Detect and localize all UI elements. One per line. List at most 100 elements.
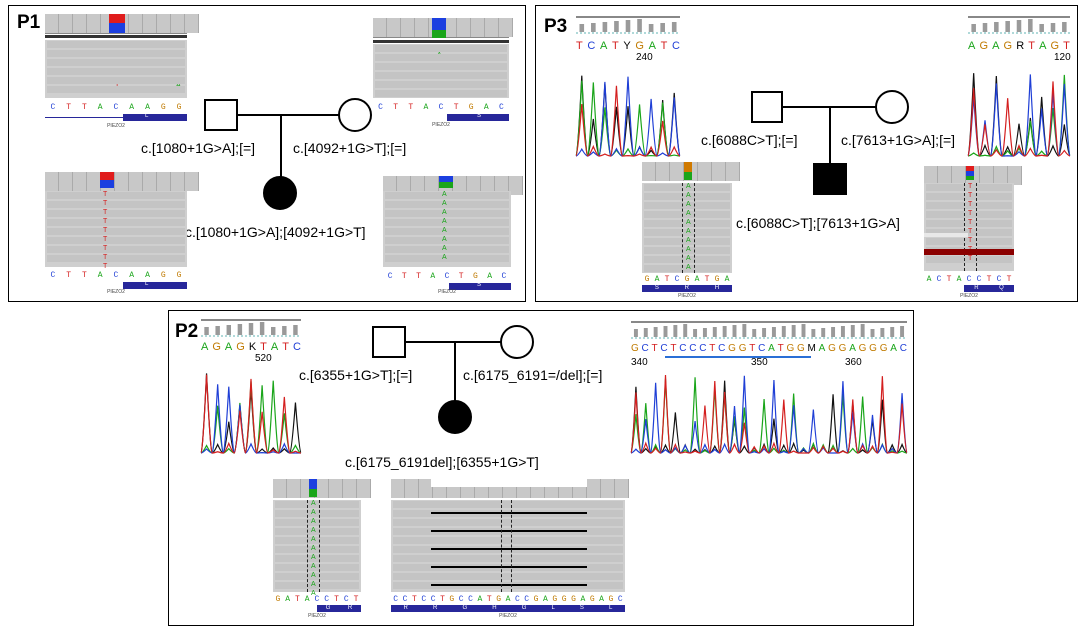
quality-bar — [971, 24, 976, 32]
base-call: M — [807, 343, 816, 354]
aligned-read — [275, 528, 359, 535]
quality-bar — [625, 20, 631, 32]
mismatch-base: T — [103, 227, 108, 234]
aligned-read — [275, 582, 359, 589]
affected-child-symbol — [438, 400, 472, 434]
base-call: T — [660, 40, 668, 52]
base-call: C — [641, 343, 649, 354]
aligned-read — [644, 202, 730, 209]
base-call: G — [728, 343, 736, 354]
base-call: A — [600, 40, 608, 52]
quality-bars — [968, 16, 1070, 34]
trace-line — [967, 73, 1071, 157]
coverage-column — [143, 172, 157, 191]
quality-bar — [1039, 24, 1044, 32]
coverage-column — [994, 166, 1008, 185]
variant-coverage-bar — [684, 172, 692, 180]
mismatch-base: A — [686, 246, 691, 253]
quality-bar — [1028, 19, 1033, 32]
trace-line — [630, 374, 908, 454]
quality-bar — [237, 324, 243, 335]
base-letter: A — [956, 275, 962, 284]
base-call: A — [201, 341, 209, 353]
variant-coverage-bar — [432, 18, 446, 30]
position-tick: 360 — [845, 357, 862, 368]
variant-coverage-bar — [309, 489, 317, 497]
gene-label: PIEZO2 — [499, 613, 517, 619]
base-letter: C — [936, 275, 942, 284]
father-symbol — [751, 91, 783, 123]
base-letter: C — [113, 103, 119, 112]
base-letter: A — [580, 595, 586, 604]
quality-bar — [1050, 23, 1056, 32]
amino-acid-label: S — [654, 285, 659, 291]
amino-acid-label: G — [462, 605, 468, 611]
base-letter: G — [644, 275, 650, 284]
coverage-column — [45, 14, 59, 33]
coverage-column — [273, 479, 287, 498]
base-call: R — [1016, 40, 1025, 52]
amino-acid-label: S — [477, 113, 482, 119]
chromatogram-trace — [200, 373, 302, 454]
base-letter: A — [430, 272, 436, 281]
aligned-read — [644, 193, 730, 200]
mismatch-base: T — [103, 209, 108, 216]
center-guide — [682, 183, 683, 273]
aligned-read — [385, 192, 509, 199]
coverage-column — [938, 166, 952, 185]
base-letter: G — [571, 595, 576, 604]
aligned-read — [385, 237, 509, 244]
base-call: C — [679, 343, 687, 354]
trace-line — [575, 80, 681, 157]
mother-genotype: c.[7613+1G>A];[=] — [841, 132, 956, 148]
base-call: A — [224, 341, 233, 353]
gene-label: PIEZO2 — [438, 289, 456, 295]
coverage-column — [1008, 166, 1022, 185]
base-letter: A — [505, 595, 511, 604]
aligned-read — [275, 564, 359, 571]
base-call: G — [838, 343, 847, 354]
quality-bar — [771, 327, 776, 337]
reads-track: A — [373, 44, 509, 98]
quality-bar — [643, 328, 648, 337]
aligned-read — [275, 501, 359, 508]
aligned-read — [47, 210, 185, 217]
base-letter: A — [423, 103, 429, 112]
variant-coverage-bar — [100, 172, 114, 180]
base-letter: T — [411, 595, 417, 604]
aligned-read — [47, 59, 185, 66]
father-symbol — [372, 326, 406, 358]
aligned-read — [644, 238, 730, 245]
deletion-line — [431, 512, 587, 514]
base-call: K — [248, 341, 257, 353]
mismatch-base: T — [103, 191, 108, 198]
quality-bar — [860, 324, 865, 337]
reference-divider — [45, 35, 187, 38]
base-call: A — [968, 40, 976, 52]
mismatch-base: T — [968, 255, 973, 262]
coverage-column — [670, 162, 684, 181]
base-letter: G — [160, 271, 166, 280]
variant-coverage-bar — [109, 14, 125, 23]
quality-bar — [880, 328, 885, 337]
amino-acid-label: G — [325, 605, 331, 611]
mismatch-base: A — [442, 245, 447, 252]
base-letter: C — [617, 595, 623, 604]
mismatch-base: A — [311, 518, 316, 525]
quality-bar — [1005, 21, 1010, 32]
quality-bar — [732, 325, 737, 337]
base-letter: C — [113, 271, 119, 280]
coverage-column — [115, 172, 129, 191]
base-letter: T — [353, 595, 359, 604]
coverage-column — [143, 14, 157, 33]
base-letter: C — [50, 103, 56, 112]
base-letter: A — [285, 595, 291, 604]
coverage-column — [405, 479, 419, 498]
amino-acid-label: G — [521, 605, 527, 611]
base-call: C — [660, 343, 668, 354]
